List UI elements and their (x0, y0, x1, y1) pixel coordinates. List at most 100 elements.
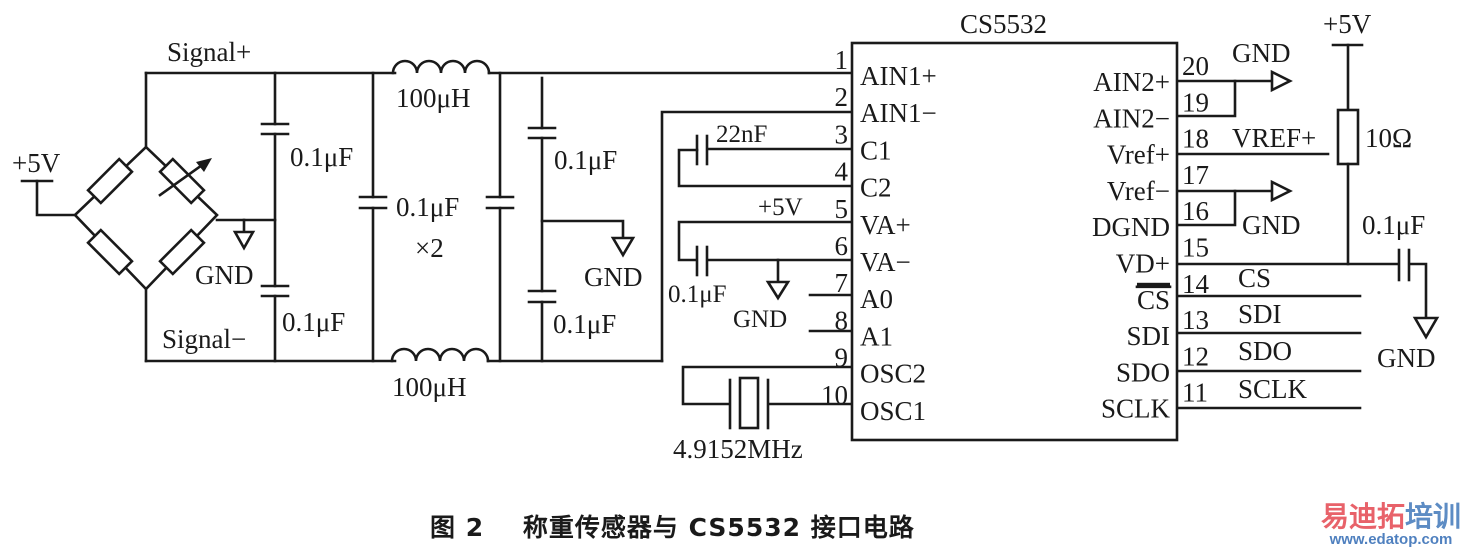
pin-name: SCLK (1101, 394, 1171, 424)
va-supply-label: +5V (758, 194, 803, 221)
pin-number: 16 (1182, 196, 1209, 226)
cap-column-3 (485, 71, 515, 363)
gnd-label: GND (1377, 343, 1436, 373)
crystal-frequency-label: 4.9152MHz (673, 434, 803, 464)
bridge-resistor-3 (86, 228, 134, 276)
inductor-value-label: 100μH (392, 372, 466, 402)
capacitor-22nf (677, 134, 852, 188)
gnd-icon (1270, 179, 1293, 203)
bridge-resistor-2-variable (158, 157, 206, 205)
pin-name: SDO (1116, 357, 1170, 387)
pin-number: 6 (835, 231, 849, 261)
bridge-resistor-1 (86, 157, 134, 205)
ain2-gnd-tie (1176, 69, 1293, 118)
vref-net-label: VREF+ (1232, 123, 1316, 153)
cap-value-label: 0.1μF (668, 281, 727, 308)
gnd-icon (765, 280, 791, 301)
vcc-wire (35, 179, 77, 217)
pin-name: Vref− (1107, 176, 1170, 206)
pin-name: VA+ (860, 210, 911, 240)
crystal-oscillator (681, 365, 852, 430)
pin-name: A0 (860, 284, 893, 314)
va-decoupling (677, 220, 852, 301)
cap-value-label: 0.1μF (396, 192, 459, 222)
pin-name: A1 (860, 321, 893, 351)
net-label-sdi: SDI (1238, 299, 1282, 329)
pin-name: CS (1137, 285, 1170, 315)
pin-number: 20 (1182, 51, 1209, 81)
pin-name: VA− (860, 247, 911, 277)
signal-plus-label: Signal+ (167, 37, 251, 67)
pin-name: AIN2+ (1093, 67, 1170, 97)
cap-column-4 (527, 76, 636, 363)
cap-value-label: 0.1μF (1362, 210, 1425, 240)
pin-5: 5VA+ (835, 194, 911, 240)
inductor-top (391, 59, 491, 75)
gnd-label: GND (733, 306, 787, 333)
cap-column-1 (260, 71, 290, 363)
pin-number: 4 (835, 157, 849, 187)
cap-value-label: 0.1μF (553, 309, 616, 339)
watermark: 易迪拓培训 www.edatop.com (1316, 502, 1466, 548)
gnd-label: GND (195, 260, 254, 290)
gnd-label: GND (1242, 210, 1301, 240)
right-pin-group: 20AIN2+19AIN2−18Vref+17Vref−16DGND15VD+1… (1092, 51, 1210, 424)
cap-value-label: 0.1μF (554, 145, 617, 175)
net-label-sclk: SCLK (1238, 374, 1308, 404)
inductor-bottom (390, 347, 490, 363)
pin-7: 7A0 (835, 268, 894, 314)
gnd-icon (1270, 69, 1293, 93)
watermark-brand-blue: 培训 (1405, 500, 1462, 533)
gnd-icon (232, 230, 256, 251)
pin-number: 7 (835, 268, 849, 298)
gnd-icon (1412, 316, 1440, 340)
pin-number: 5 (835, 194, 849, 224)
net-label-sdo: SDO (1238, 336, 1292, 366)
inductor-value-label: 100μH (396, 83, 470, 113)
variable-arrow-shaft (158, 161, 207, 197)
chip-name: CS5532 (960, 9, 1047, 39)
pin-number: 9 (835, 343, 849, 373)
pin-3: 3C1 (835, 119, 892, 165)
pin-number: 12 (1182, 341, 1209, 371)
pin-name: OSC2 (860, 359, 926, 389)
signal-minus-label: Signal− (162, 324, 246, 354)
figure-caption: 图 2 称重传感器与 CS5532 接口电路 (430, 513, 915, 542)
cap-multiplier-label: ×2 (415, 233, 444, 263)
pin-name: AIN1− (860, 98, 937, 128)
watermark-logo: 易迪拓培训 (1316, 502, 1466, 532)
pin-number: 17 (1182, 160, 1209, 190)
pin-name: SDI (1126, 321, 1170, 351)
ain1-minus-wire (660, 110, 852, 363)
pin-4: 4C2 (835, 157, 892, 203)
vcc-label: +5V (1323, 9, 1372, 39)
pin-name: C2 (860, 173, 892, 203)
resistor-10ohm (1336, 108, 1360, 166)
net-label-cs: CS (1238, 263, 1271, 293)
pin-number: 8 (835, 305, 849, 335)
variable-arrow-head-icon (196, 158, 212, 172)
pin-name: AIN1+ (860, 61, 937, 91)
cs5532-chip-body (850, 41, 1179, 442)
pin-name: Vref+ (1107, 140, 1170, 170)
watermark-url: www.edatop.com (1329, 531, 1453, 548)
pin-number: 1 (835, 45, 849, 75)
pin-name: OSC1 (860, 396, 926, 426)
pin-name: VD+ (1116, 249, 1170, 279)
pin-number: 13 (1182, 305, 1209, 335)
pin-name: DGND (1092, 212, 1170, 242)
crystal-body (738, 376, 760, 430)
pin-number: 15 (1182, 233, 1209, 263)
cap-column-2 (358, 71, 388, 363)
